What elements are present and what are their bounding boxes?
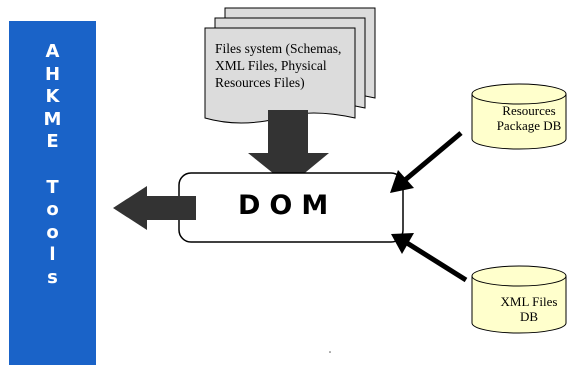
resources-db-line: Package DB: [496, 118, 562, 133]
sidebar-letter: E: [46, 131, 59, 153]
dom-output-arrow: [113, 186, 196, 230]
sidebar-letter: T: [46, 176, 59, 198]
xml-files-db-label: XML Files DB: [470, 294, 588, 324]
ahkme-tools-bar: A H K M E T o o l s: [9, 21, 96, 365]
sidebar-letter: s: [47, 266, 58, 288]
xml-db-line: XML Files: [500, 294, 558, 309]
files-system-document-stack: [204, 7, 376, 124]
files-system-label: Files system (Schemas, XML Files, Physic…: [215, 40, 385, 91]
sidebar-letter: H: [44, 63, 61, 85]
xml-db-arrow: [391, 233, 468, 283]
sidebar-letter: o: [46, 221, 59, 243]
files-system-line: Resources Files): [215, 75, 305, 90]
ahkme-tools-label: A H K M E T o o l s: [9, 41, 96, 290]
sidebar-letter: A: [45, 41, 60, 62]
sidebar-letter: l: [49, 244, 56, 266]
stray-dot: [329, 351, 331, 353]
sidebar-letter: K: [45, 86, 60, 108]
xml-db-line: DB: [519, 309, 539, 324]
resources-package-db-cylinder: [471, 83, 567, 150]
sidebar-letter: o: [46, 199, 59, 221]
resources-db-arrow: [390, 131, 463, 193]
xml-files-db-cylinder: [471, 265, 567, 334]
dom-label: DOM: [238, 190, 338, 221]
files-system-line: Files system (Schemas,: [215, 41, 342, 56]
sidebar-letter: M: [43, 108, 62, 130]
files-system-line: XML Files, Physical: [215, 58, 327, 73]
resources-package-db-label: Resources Package DB: [470, 103, 588, 133]
files-to-dom-arrow: [248, 110, 329, 186]
resources-db-line: Resources: [502, 103, 556, 118]
